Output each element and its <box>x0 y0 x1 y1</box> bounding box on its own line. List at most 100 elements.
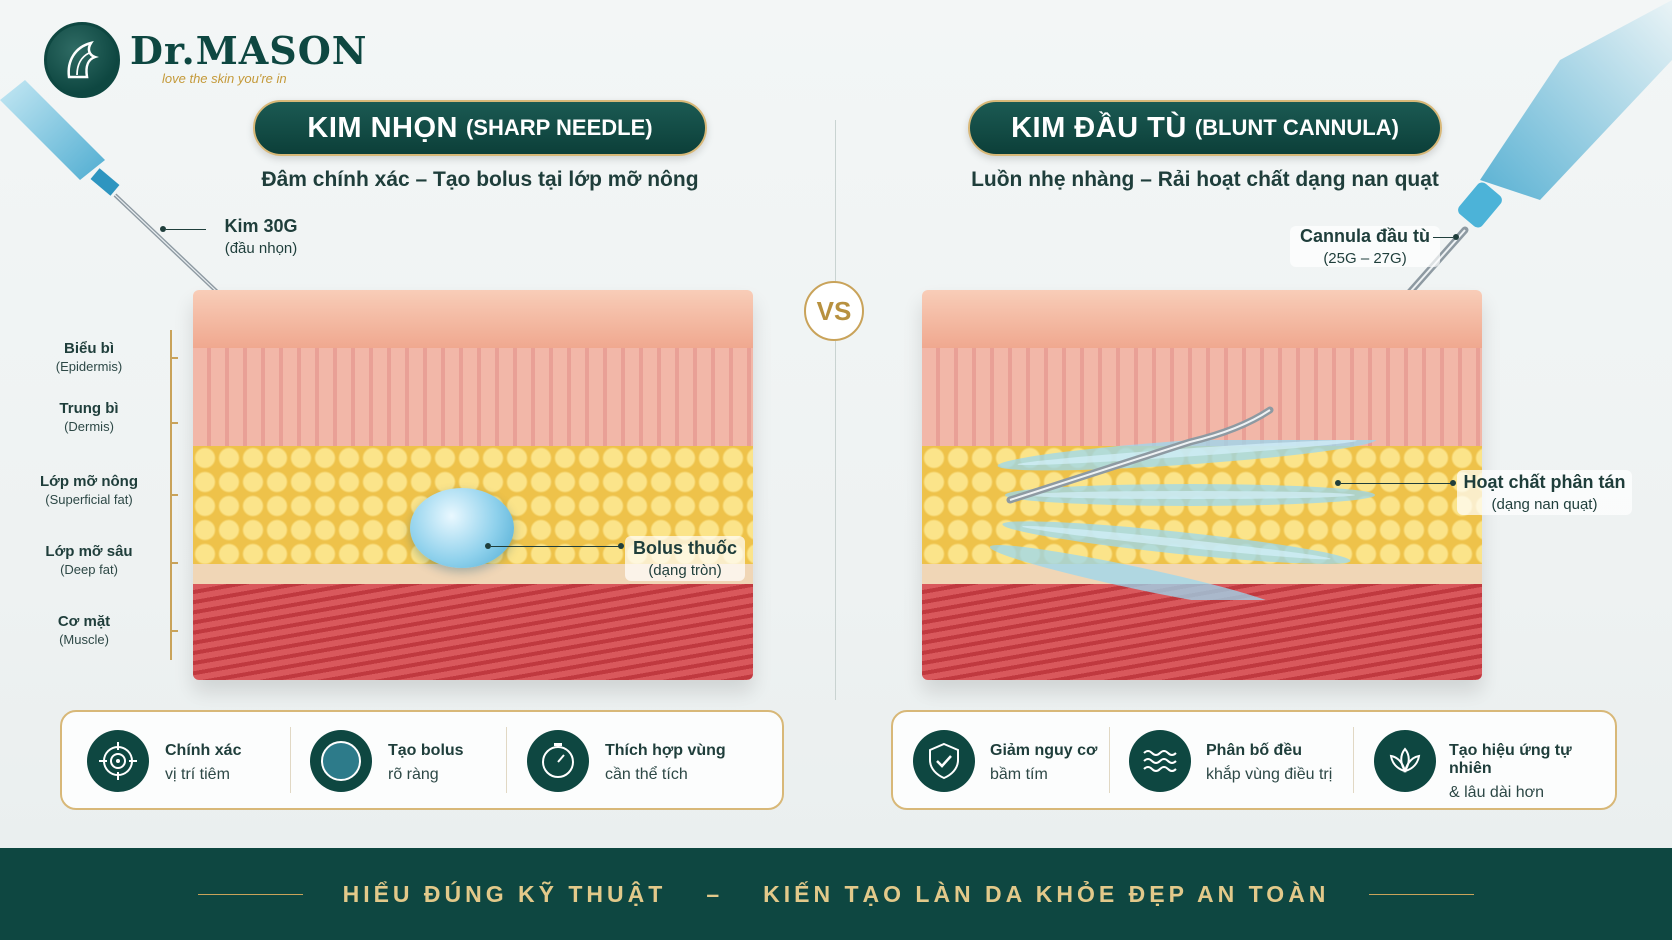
footer-text-left: HIỂU ĐÚNG KỸ THUẬT <box>342 880 667 907</box>
cannula-callout: Cannula đầu tù (25G – 27G) <box>1290 226 1440 267</box>
muscle-layer <box>193 584 753 680</box>
benefit-desc: & lâu dài hơn <box>1449 784 1544 801</box>
shield-icon <box>913 730 975 792</box>
benefit-title: Chính xác <box>165 742 242 759</box>
blunt-cannula-benefits: Giảm nguy cơ bầm tím Phân bố đều khắp vù… <box>891 710 1617 810</box>
layer-latin: (Superficial fat) <box>45 492 133 507</box>
layer-latin: (Muscle) <box>59 632 109 647</box>
callout-dot <box>618 543 624 549</box>
layer-name: Cơ mặt <box>57 613 111 630</box>
cannula-note: (25G – 27G) <box>1323 250 1407 267</box>
spread-label: Hoạt chất phân tán <box>1463 472 1626 492</box>
benefit-title: Phân bố đều <box>1206 742 1302 759</box>
spread-note: (dạng nan quạt) <box>1491 496 1598 513</box>
muscle-layer-right <box>922 584 1482 680</box>
blunt-cannula-title: KIM ĐẦU TÙ (BLUNT CANNULA) <box>968 100 1442 156</box>
fan-spread-illustration <box>990 440 1377 600</box>
sharp-needle-title-main: KIM NHỌN <box>307 111 458 144</box>
callout-dot <box>1453 234 1459 240</box>
bolus-callout: Bolus thuốc (dạng tròn) <box>625 536 745 581</box>
footer-rule <box>197 893 303 895</box>
layer-tick <box>170 562 178 564</box>
layer-name: Trung bì <box>59 400 119 417</box>
callout-line <box>1433 237 1453 238</box>
footer-text-right: KIẾN TẠO LÀN DA KHỎE ĐẸP AN TOÀN <box>763 880 1330 907</box>
bolus-note: (dạng tròn) <box>648 562 722 579</box>
layer-label-superficial-fat: Lớp mỡ nông (Superficial fat) <box>29 473 149 507</box>
benefit-desc: rõ ràng <box>388 766 439 783</box>
needle-label: Kim 30G <box>224 216 298 236</box>
benefit-item: Tạo hiệu ứng tự nhiên & lâu dài hơn <box>1449 742 1615 802</box>
layer-latin: (Epidermis) <box>55 359 123 374</box>
layer-name: Lớp mỡ sâu <box>45 543 133 560</box>
benefit-item: Tạo bolus rõ ràng <box>388 742 464 784</box>
callout-line <box>1341 483 1451 484</box>
benefit-desc: bầm tím <box>990 766 1048 783</box>
cannula-tip <box>1006 406 1274 504</box>
benefit-divider <box>1353 727 1354 793</box>
sharp-needle-benefits: Chính xác vị trí tiêm Tạo bolus rõ ràng … <box>60 710 784 810</box>
benefit-divider <box>290 727 291 793</box>
layer-label-epidermis: Biểu bì (Epidermis) <box>29 340 149 374</box>
benefit-desc: khắp vùng điều trị <box>1206 766 1333 783</box>
dermis-layer <box>193 348 753 446</box>
circle-icon <box>310 730 372 792</box>
callout-dot <box>160 226 166 232</box>
brand-logo-icon <box>44 22 120 98</box>
benefit-title: Giảm nguy cơ <box>990 742 1098 759</box>
layer-tick <box>170 494 178 496</box>
vs-badge: VS <box>804 281 864 341</box>
layer-name: Lớp mỡ nông <box>40 473 138 490</box>
blunt-cannula-title-main: KIM ĐẦU TÙ <box>1011 111 1187 144</box>
needle-callout: Kim 30G (đầu nhọn) <box>206 216 316 257</box>
bolus-drop <box>410 488 514 568</box>
spread-callout: Hoạt chất phân tán (dạng nan quạt) <box>1457 470 1632 515</box>
layer-latin: (Deep fat) <box>60 562 118 577</box>
layer-latin: (Dermis) <box>64 419 114 434</box>
benefit-desc: vị trí tiêm <box>165 766 230 783</box>
footer-banner: HIỂU ĐÚNG KỸ THUẬT – KIẾN TẠO LÀN DA KHỎ… <box>0 848 1672 940</box>
layer-label-muscle: Cơ mặt (Muscle) <box>24 613 144 647</box>
benefit-item: Giảm nguy cơ bầm tím <box>990 742 1097 784</box>
blunt-cannula-subtitle: Luồn nhẹ nhàng – Rải hoạt chất dạng nan … <box>971 168 1439 191</box>
skin-cross-section-right <box>922 290 1482 680</box>
dermis-layer-right <box>922 348 1482 446</box>
sharp-needle-title: KIM NHỌN (SHARP NEEDLE) <box>253 100 707 156</box>
needle-note: (đầu nhọn) <box>224 240 298 257</box>
layer-name: Biểu bì <box>63 340 114 357</box>
center-divider <box>835 120 836 700</box>
footer-rule <box>1369 893 1475 895</box>
benefit-item: Chính xác vị trí tiêm <box>165 742 241 784</box>
benefit-title: Thích hợp vùng <box>605 742 726 759</box>
lotus-icon <box>1374 730 1436 792</box>
benefit-desc: cần thể tích <box>605 766 688 783</box>
fascia-layer <box>193 564 753 584</box>
brand-name: Dr.MASON <box>130 28 368 73</box>
benefit-divider <box>506 727 507 793</box>
benefit-item: Phân bố đều khắp vùng điều trị <box>1206 742 1332 784</box>
brand-tagline: love the skin you're in <box>162 71 287 86</box>
gauge-icon <box>527 730 589 792</box>
blunt-cannula-title-sub: (BLUNT CANNULA) <box>1194 115 1399 140</box>
benefit-title: Tạo hiệu ứng tự nhiên <box>1449 742 1572 777</box>
sharp-needle-subtitle: Đâm chính xác – Tạo bolus tại lớp mỡ nôn… <box>261 168 699 191</box>
footer-separator: – <box>706 880 724 907</box>
layer-label-deep-fat: Lớp mỡ sâu (Deep fat) <box>29 543 149 577</box>
benefit-item: Thích hợp vùng cần thể tích <box>605 742 726 784</box>
benefit-title: Tạo bolus <box>388 742 464 759</box>
callout-dot <box>1450 480 1456 486</box>
layer-label-dermis: Trung bì (Dermis) <box>29 400 149 434</box>
callout-dot <box>1335 480 1341 486</box>
benefit-divider <box>1109 727 1110 793</box>
layer-tick <box>170 422 178 424</box>
bolus-label: Bolus thuốc <box>633 538 737 558</box>
skin-cross-section-left <box>193 290 753 680</box>
target-icon <box>87 730 149 792</box>
layer-tick <box>170 357 178 359</box>
sharp-needle-title-sub: (SHARP NEEDLE) <box>465 115 653 140</box>
epidermis-layer-right <box>922 290 1482 348</box>
cannula-label: Cannula đầu tù <box>1300 226 1430 246</box>
layer-tick <box>170 630 178 632</box>
epidermis-layer <box>193 290 753 348</box>
callout-line <box>166 229 206 230</box>
